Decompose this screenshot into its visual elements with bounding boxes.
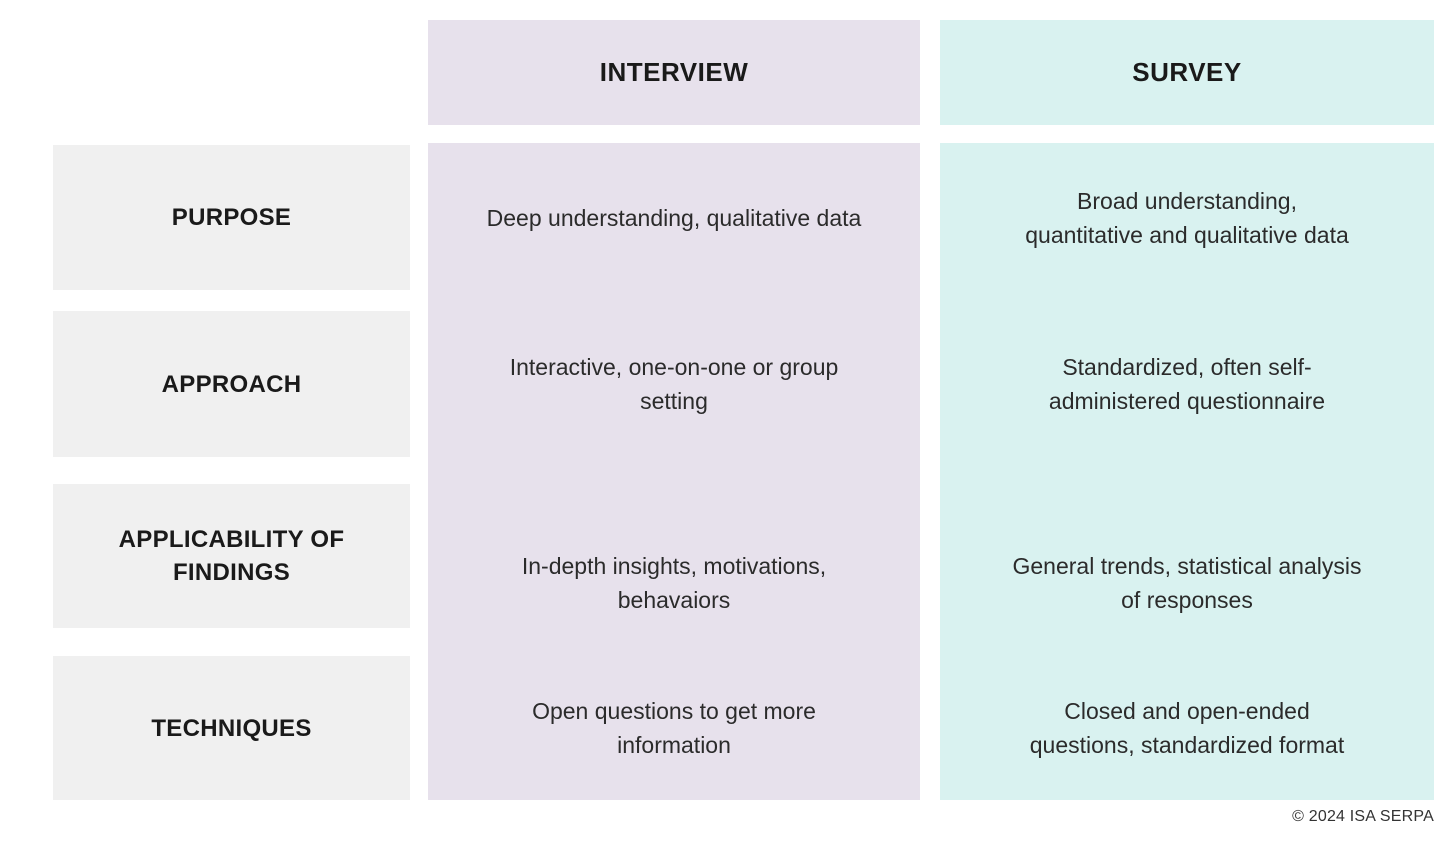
row-label-approach: APPROACH [53, 311, 410, 457]
cell-purpose-interview: Deep understanding, qualitative data [486, 204, 862, 231]
cell-techniques-interview: Open questions to get more information [532, 698, 816, 758]
interview-column-background [428, 143, 920, 800]
cell-applicability-survey: General trends, statistical analysis of … [1012, 553, 1362, 613]
column-header-survey: SURVEY [940, 20, 1434, 125]
column-header-interview: INTERVIEW [428, 20, 920, 125]
row-label-techniques: TECHNIQUES [53, 656, 410, 800]
survey-column-background [940, 143, 1434, 800]
cell-techniques-survey: Closed and open-ended questions, standar… [1029, 698, 1345, 758]
cell-approach-survey: Standardized, often self- administered q… [1048, 354, 1326, 414]
row-label-purpose: PURPOSE [53, 145, 410, 290]
cell-applicability-interview: In-depth insights, motivations, behavaio… [521, 553, 827, 613]
row-label-applicability-of-findings: APPLICABILITY OF FINDINGS [53, 484, 410, 628]
cell-approach-interview: Interactive, one-on-one or group setting [509, 354, 839, 414]
cell-purpose-survey: Broad understanding, quantitative and qu… [1025, 187, 1349, 248]
copyright-credit: © 2024 ISA SERPA [1292, 808, 1434, 825]
